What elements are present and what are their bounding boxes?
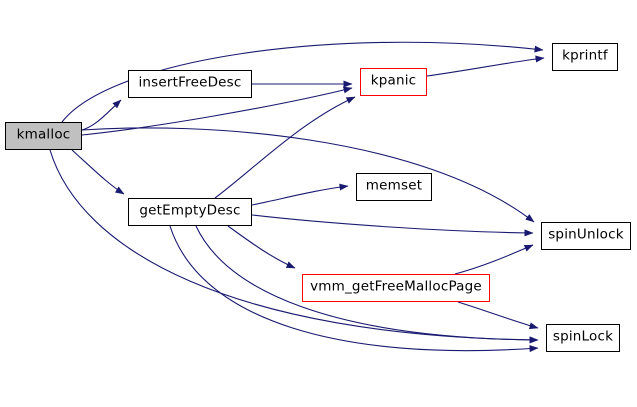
node-label-insertFreeDesc: insertFreeDesc	[138, 74, 242, 91]
edge-getEmptyDesc-to-vmm_getFreeMallocPage	[227, 225, 296, 269]
node-spinUnlock[interactable]: spinUnlock	[541, 222, 631, 250]
node-kpanic[interactable]: kpanic	[360, 68, 427, 96]
node-insertFreeDesc[interactable]: insertFreeDesc	[128, 70, 252, 98]
edge-vmm_getFreeMallocPage-to-spinLock	[457, 301, 539, 330]
node-label-spinUnlock: spinUnlock	[548, 226, 624, 243]
node-label-spinLock: spinLock	[552, 328, 614, 345]
node-kmalloc[interactable]: kmalloc	[5, 122, 82, 150]
edge-kmalloc-to-spinLock	[49, 149, 539, 344]
node-vmm_getFreeMallocPage[interactable]: vmm_getFreeMallocPage	[302, 274, 490, 302]
edge-getEmptyDesc-to-spinUnlock	[251, 214, 534, 237]
node-label-vmm_getFreeMallocPage: vmm_getFreeMallocPage	[310, 278, 482, 295]
node-spinLock[interactable]: spinLock	[546, 324, 620, 352]
edge-kmalloc-to-kprintf	[61, 41, 544, 123]
node-label-kprintf: kprintf	[562, 47, 608, 64]
edge-kpanic-to-kprintf	[426, 55, 545, 77]
node-label-kpanic: kpanic	[370, 72, 417, 89]
edge-kmalloc-to-insertFreeDesc	[81, 99, 122, 131]
node-kprintf[interactable]: kprintf	[552, 43, 618, 71]
edge-kmalloc-to-getEmptyDesc	[71, 149, 125, 195]
edge-getEmptyDesc-to-kpanic	[214, 96, 356, 199]
node-label-memset: memset	[365, 177, 423, 194]
edge-kmalloc-to-kpanic	[81, 86, 353, 136]
node-memset[interactable]: memset	[356, 173, 432, 201]
edge-getEmptyDesc-to-memset	[251, 183, 349, 206]
node-label-getEmptyDesc: getEmptyDesc	[139, 202, 241, 219]
node-getEmptyDesc[interactable]: getEmptyDesc	[128, 198, 252, 226]
node-label-kmalloc: kmalloc	[16, 126, 71, 143]
edge-kmalloc-to-spinUnlock	[81, 127, 535, 223]
edge-getEmptyDesc-to-spinLock	[195, 225, 539, 344]
edge-getEmptyDesc-to-spinLock-lower	[169, 225, 539, 353]
edge-vmm_getFreeMallocPage-to-spinUnlock	[454, 244, 534, 275]
